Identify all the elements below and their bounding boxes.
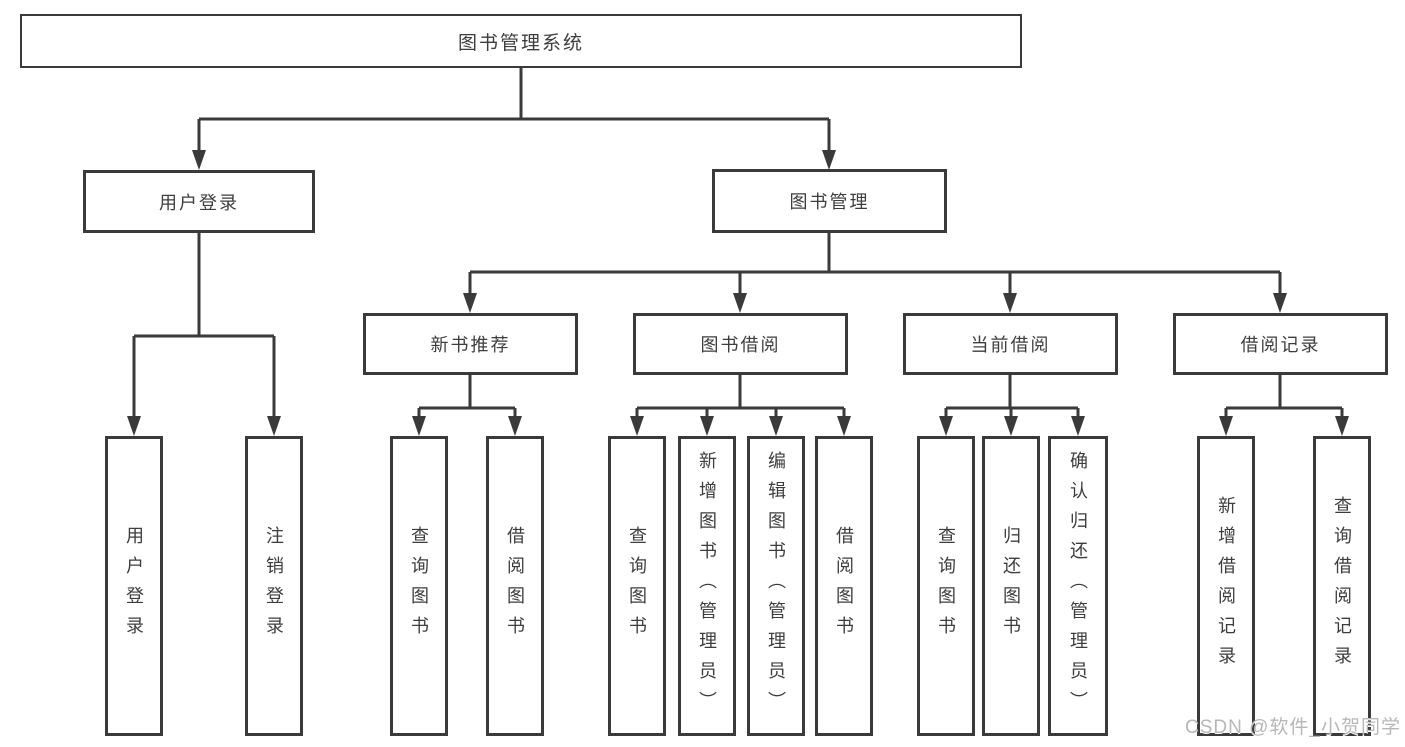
leaf-logout: 注销登录 xyxy=(245,436,303,736)
leaf-query-books-current-label: 查询图书 xyxy=(936,526,956,646)
node-book-borrowing: 图书借阅 xyxy=(633,313,848,375)
leaf-add-book-admin: 新增图书（管理员） xyxy=(678,436,736,736)
leaf-add-borrow-record-label: 新增借阅记录 xyxy=(1216,496,1236,676)
leaf-query-books-recommend: 查询图书 xyxy=(390,436,448,736)
leaf-query-books-current: 查询图书 xyxy=(917,436,975,736)
leaf-add-borrow-record: 新增借阅记录 xyxy=(1197,436,1255,736)
node-borrowing-records: 借阅记录 xyxy=(1173,313,1388,375)
leaf-edit-book-admin: 编辑图书（管理员） xyxy=(747,436,805,736)
node-library-management-system: 图书管理系统 xyxy=(20,14,1022,68)
leaf-query-borrow-record-label: 查询借阅记录 xyxy=(1332,496,1352,676)
node-new-book-recommendation: 新书推荐 xyxy=(363,313,578,375)
leaf-query-borrow-record: 查询借阅记录 xyxy=(1313,436,1371,736)
leaf-add-book-admin-label: 新增图书（管理员） xyxy=(697,451,717,721)
leaf-borrow-books-recommend: 借阅图书 xyxy=(486,436,544,736)
leaf-user-login-label: 用户登录 xyxy=(124,526,144,646)
leaf-borrow-books-recommend-label: 借阅图书 xyxy=(505,526,525,646)
leaf-borrow-books-borrowing-label: 借阅图书 xyxy=(834,526,854,646)
leaf-edit-book-admin-label: 编辑图书（管理员） xyxy=(766,451,786,721)
leaf-query-books-recommend-label: 查询图书 xyxy=(409,526,429,646)
node-book-management: 图书管理 xyxy=(712,169,947,233)
leaf-return-book-label: 归还图书 xyxy=(1001,526,1021,646)
leaf-user-login: 用户登录 xyxy=(105,436,163,736)
leaf-query-books-borrowing-label: 查询图书 xyxy=(627,526,647,646)
node-user-login: 用户登录 xyxy=(83,170,315,233)
leaf-query-books-borrowing: 查询图书 xyxy=(608,436,666,736)
leaf-confirm-return-admin-label: 确认归还（管理员） xyxy=(1068,451,1088,721)
node-current-borrowing: 当前借阅 xyxy=(903,313,1118,375)
leaf-confirm-return-admin: 确认归还（管理员） xyxy=(1048,436,1108,736)
leaf-borrow-books-borrowing: 借阅图书 xyxy=(815,436,873,736)
csdn-watermark: CSDN @软件_小贺同学 xyxy=(1185,717,1401,738)
leaf-logout-label: 注销登录 xyxy=(264,526,284,646)
leaf-return-book: 归还图书 xyxy=(982,436,1040,736)
